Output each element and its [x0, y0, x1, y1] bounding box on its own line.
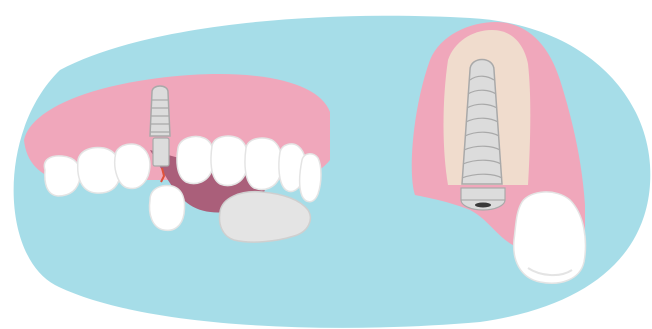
tooth-front-3	[245, 138, 282, 189]
tooth-front-5	[300, 154, 321, 202]
tooth-left-2	[78, 148, 121, 194]
abutment-hole	[475, 203, 491, 208]
tooth-left-1	[44, 156, 80, 196]
tooth-front-2	[211, 136, 248, 185]
crown-large	[514, 192, 586, 283]
tooth-left-3	[115, 144, 150, 189]
tooth-front-1	[177, 136, 214, 183]
implant-abutment	[153, 138, 169, 166]
crown-detached	[150, 186, 185, 231]
implant-screw-body	[150, 86, 170, 136]
